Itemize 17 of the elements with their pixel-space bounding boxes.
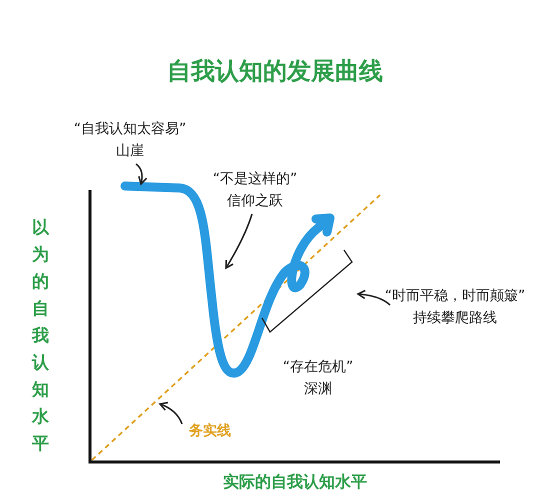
arrow [159, 402, 183, 424]
arrow [225, 214, 253, 269]
quote-text: “不是这样的” [212, 170, 298, 189]
bracket [261, 250, 353, 333]
annotation-text: 深渊 [303, 380, 333, 399]
quote-text: “自我认知太容易” [74, 120, 186, 139]
arrow [357, 290, 391, 306]
annotation-text: 持续攀爬路线 [412, 309, 498, 328]
annotation-text: 务实线 [189, 422, 231, 441]
quote-text: “时而平稳，时而颠簸” [384, 287, 526, 306]
annotation-text: 信仰之跃 [226, 192, 284, 211]
title: 自我认知的发展曲线 [166, 56, 384, 87]
axis-label: 以为的自我认知水平 [32, 217, 50, 456]
annotation-text: 山崖 [115, 142, 145, 161]
quote-text: “存在危机” [282, 358, 354, 377]
axis-label: 实际的自我认知水平 [222, 472, 368, 493]
arrow [136, 163, 148, 185]
